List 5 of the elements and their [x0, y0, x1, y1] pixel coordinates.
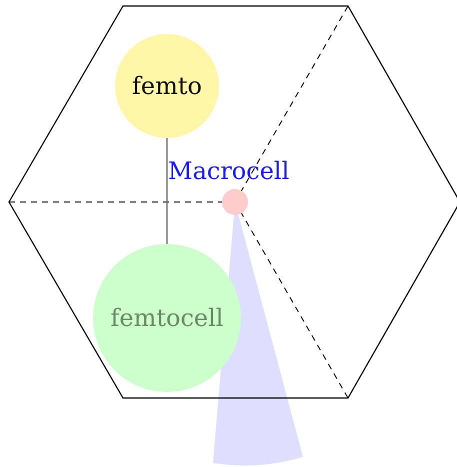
cell-label: Macrocell — [168, 157, 290, 185]
node-label: femtocell — [110, 304, 224, 332]
macrocell-dot — [222, 189, 248, 215]
node-label: femto — [132, 72, 202, 100]
connector-line — [166, 138, 168, 244]
